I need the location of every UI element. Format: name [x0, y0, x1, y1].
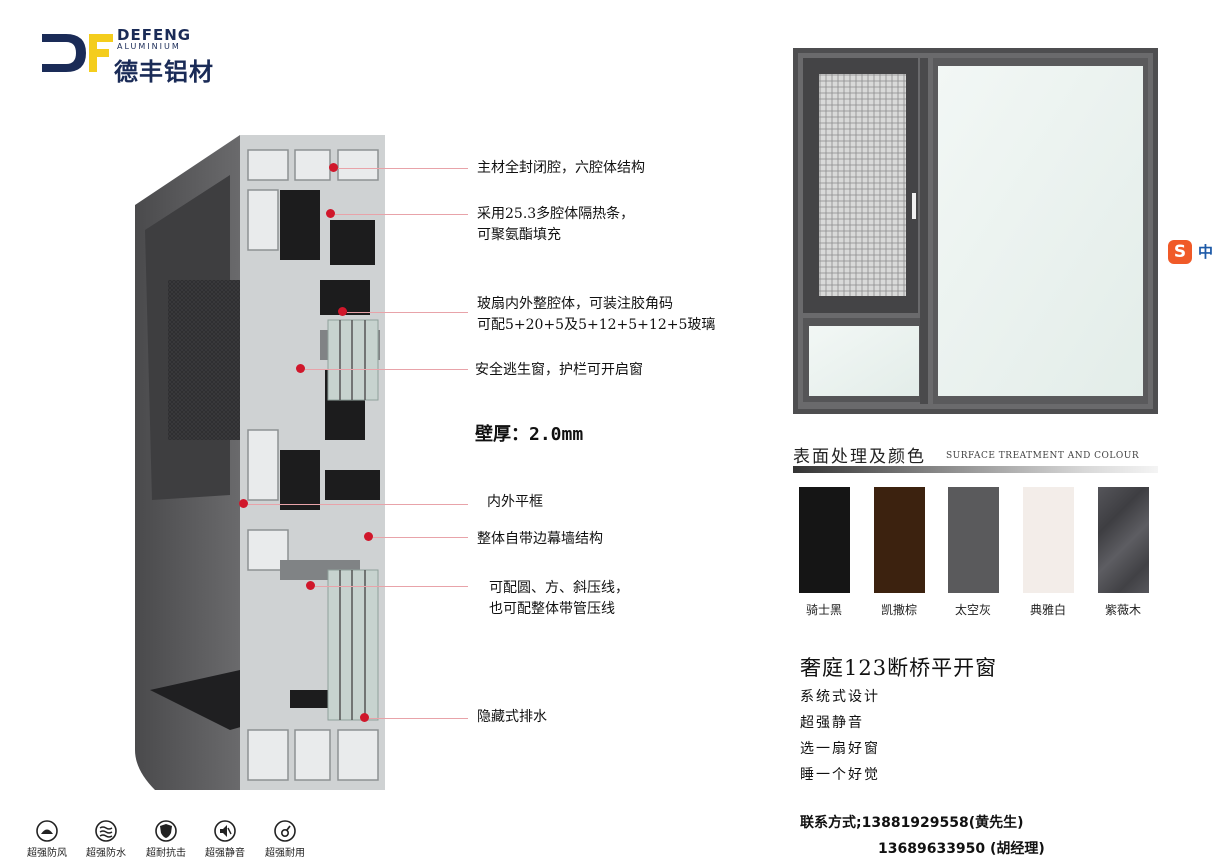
callout-line: 主材全封闭腔，六腔体结构	[477, 160, 645, 176]
wall-thickness: 壁厚：2.0mm	[475, 424, 584, 445]
callout-leader	[373, 537, 468, 538]
callout-glass-sash: 玻扇内外整腔体，可装注胶角码 可配5+20+5及5+12+5+12+5玻璃	[477, 294, 715, 336]
speaker-mute-icon	[214, 820, 236, 842]
colors-divider	[793, 466, 1158, 473]
ime-language-label: 中	[1198, 243, 1214, 261]
brand-name-en: DEFENG	[117, 26, 192, 44]
callout-leader	[369, 718, 468, 719]
callout-dot	[296, 364, 305, 373]
window-profile-cross-section	[135, 135, 385, 790]
wind-icon	[36, 820, 58, 842]
callout-line: 可配5+20+5及5+12+5+12+5玻璃	[477, 317, 716, 333]
callout-leader	[315, 586, 468, 587]
callout-dot	[360, 713, 369, 722]
contact-line-2: 13689633950 (胡经理)	[878, 841, 1045, 857]
callout-curtain-wall: 整体自带边幕墙结构	[477, 529, 603, 550]
callout-line: 玻扇内外整腔体，可装注胶角码	[477, 296, 673, 312]
defeng-logo	[42, 34, 113, 72]
shield-icon	[155, 820, 177, 842]
callout-glazing-bead: 可配圆、方、斜压线， 也可配整体带管压线	[489, 578, 629, 620]
contact-line-1: 联系方式;13881929558(黄先生)	[800, 815, 1024, 831]
callout-leader	[338, 168, 468, 169]
product-feature: 睡一个好觉	[800, 767, 880, 783]
callout-dot	[326, 209, 335, 218]
callout-line: 内外平框	[487, 494, 543, 510]
callout-line: 也可配整体带管压线	[489, 601, 615, 617]
swatch-label: 紫薇木	[1104, 603, 1141, 617]
callout-dot	[338, 307, 347, 316]
callout-dot	[364, 532, 373, 541]
callout-six-chamber: 主材全封闭腔，六腔体结构	[477, 158, 645, 179]
sogou-logo-icon: S	[1168, 240, 1192, 264]
feature-label: 超强防风	[27, 848, 67, 859]
callout-dot	[306, 581, 315, 590]
colors-title-cn: 表面处理及颜色	[793, 447, 926, 467]
product-feature: 选一扇好窗	[800, 741, 880, 757]
color-swatch-white	[1023, 487, 1074, 593]
callout-thermal-break: 采用25.3多腔体隔热条， 可聚氨酯填充	[477, 204, 634, 246]
color-swatch-brown	[874, 487, 925, 593]
callout-line: 采用25.3多腔体隔热条，	[477, 206, 635, 222]
swatch-label: 骑士黑	[805, 603, 842, 617]
brand-sub-en: ALUMINIUM	[117, 42, 181, 51]
swatch-label: 太空灰	[954, 603, 991, 617]
callout-line: 整体自带边幕墙结构	[477, 531, 603, 547]
color-swatch-black	[799, 487, 850, 593]
ime-badge[interactable]: S 中	[1164, 238, 1226, 266]
product-feature: 超强静音	[800, 715, 864, 731]
callout-leader	[347, 312, 468, 313]
wrench-icon	[274, 820, 296, 842]
color-swatch-wood	[1098, 487, 1149, 593]
callout-line: 隐藏式排水	[477, 709, 547, 725]
feature-label: 超强耐用	[265, 848, 305, 859]
callout-leader	[248, 504, 468, 505]
colors-title-en: SURFACE TREATMENT AND COLOUR	[946, 451, 1140, 461]
callout-line: 可聚氨酯填充	[477, 227, 561, 243]
callout-flush-frame: 内外平框	[487, 492, 543, 513]
feature-label: 超强静音	[205, 848, 245, 859]
feature-label: 超强防水	[86, 848, 126, 859]
callout-line: 安全逃生窗，护栏可开启窗	[475, 362, 643, 378]
brand-name-cn: 德丰铝材	[114, 58, 214, 86]
casement-window-image	[793, 48, 1158, 414]
callout-line: 可配圆、方、斜压线，	[489, 580, 629, 596]
callout-leader	[305, 369, 468, 370]
callout-hidden-drainage: 隐藏式排水	[477, 707, 547, 728]
waves-icon	[95, 820, 117, 842]
swatch-label: 凯撒棕	[880, 603, 917, 617]
swatch-label: 典雅白	[1029, 603, 1066, 617]
product-feature: 系统式设计	[800, 689, 880, 705]
callout-dot	[239, 499, 248, 508]
color-swatch-grey	[948, 487, 999, 593]
callout-leader	[335, 214, 468, 215]
product-title: 奢庭123断桥平开窗	[800, 656, 998, 680]
callout-dot	[329, 163, 338, 172]
callout-escape-window: 安全逃生窗，护栏可开启窗	[475, 360, 643, 381]
feature-label: 超耐抗击	[146, 848, 186, 859]
